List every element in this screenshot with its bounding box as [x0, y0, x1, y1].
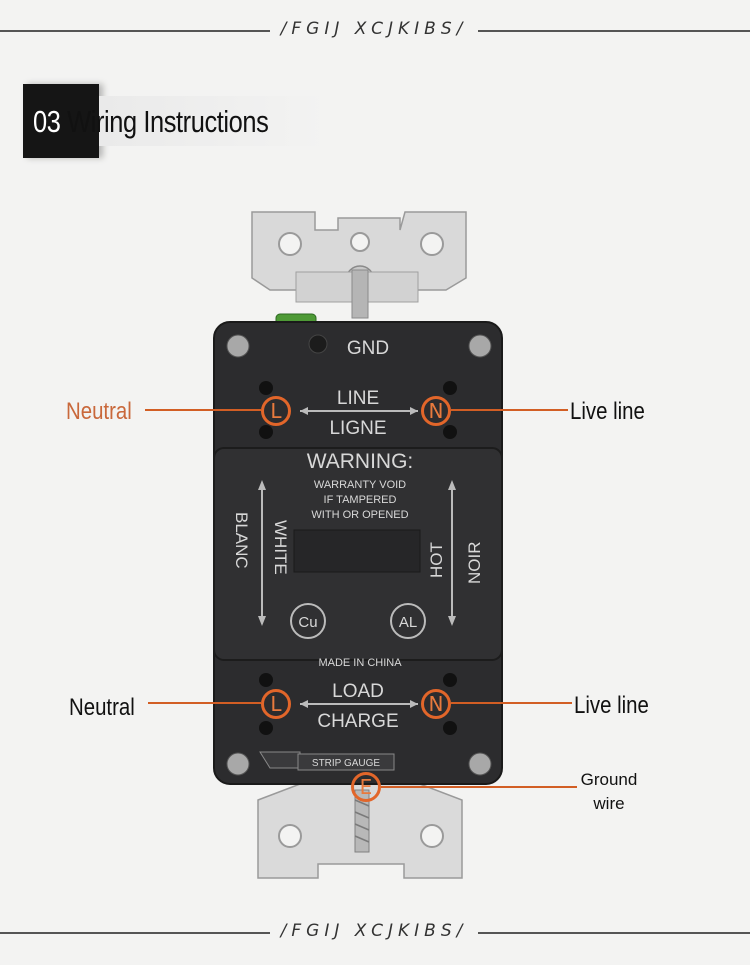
leader-live-top	[451, 409, 568, 411]
title-black-block	[23, 84, 99, 158]
warranty-line-3: WITH OR OPENED	[311, 509, 408, 521]
leader-ground	[381, 786, 577, 788]
strip-gauge-label: STRIP GAUGE	[312, 758, 380, 769]
line-label: LINE	[337, 388, 379, 409]
terminal-marker-l-bottom: L	[261, 689, 291, 719]
terminal-marker-ground: E	[351, 772, 381, 802]
warning-label: WARNING:	[307, 450, 414, 473]
blanc-label: BLANC	[232, 512, 251, 569]
title-label: Wiring Instructions	[67, 104, 269, 139]
top-brand-rule: FGIJ XCJKIBS	[0, 16, 750, 46]
callout-neutral-bottom: Neutral	[69, 694, 135, 721]
white-label: WHITE	[271, 520, 290, 575]
rule-line-right	[478, 932, 750, 934]
noir-label: NOIR	[465, 542, 484, 585]
rule-line-left	[0, 30, 270, 32]
callout-live-bottom: Live line	[574, 692, 649, 719]
terminal-marker-n-bottom: N	[421, 689, 451, 719]
device-body	[213, 321, 503, 785]
callout-neutral-top: Neutral	[66, 398, 132, 425]
terminal-marker-l-top: L	[261, 396, 291, 426]
title-light-band	[99, 96, 327, 146]
al-label: AL	[399, 614, 417, 631]
made-in-label: MADE IN CHINA	[318, 657, 402, 669]
load-label: LOAD	[332, 681, 384, 702]
brand-text: FGIJ XCJKIBS	[270, 19, 478, 39]
device-print: GND LINE LIGNE WARNING: WARRANTY VOID IF…	[232, 338, 484, 769]
title-number: 03	[33, 104, 61, 139]
title-text: 03 Wiring Instructions	[33, 104, 269, 140]
section-title: 03 Wiring Instructions	[23, 84, 328, 158]
callout-live-top: Live line	[570, 398, 645, 425]
mounting-strap-top	[251, 211, 467, 331]
ligne-label: LIGNE	[329, 418, 386, 439]
cu-label: Cu	[298, 614, 317, 631]
callout-ground-line-2: wire	[593, 794, 625, 813]
charge-label: CHARGE	[317, 711, 398, 732]
hot-label: HOT	[427, 542, 446, 578]
warranty-line-2: IF TAMPERED	[324, 494, 397, 506]
callout-ground: Ground wire	[578, 768, 640, 816]
leader-neutral-bottom	[148, 702, 261, 704]
bottom-brand-rule: FGIJ XCJKIBS	[0, 918, 750, 948]
brand-text: FGIJ XCJKIBS	[270, 921, 478, 941]
rule-line-left	[0, 932, 270, 934]
leader-live-bottom	[451, 702, 572, 704]
warranty-line-1: WARRANTY VOID	[314, 479, 406, 491]
terminal-marker-n-top: N	[421, 396, 451, 426]
gnd-label: GND	[347, 338, 389, 359]
rule-line-right	[478, 30, 750, 32]
leader-neutral-top	[145, 409, 261, 411]
callout-ground-line-1: Ground	[580, 770, 638, 789]
